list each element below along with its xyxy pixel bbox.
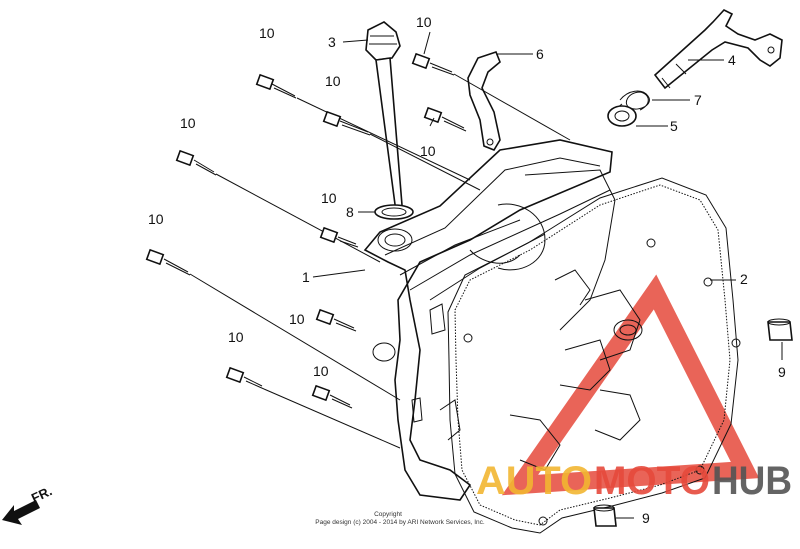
callout-part-5: 5 [670, 118, 678, 134]
bolt [322, 110, 481, 191]
callout-bolt-10: 10 [420, 143, 436, 159]
engine-internals [509, 269, 643, 471]
bolt [315, 308, 357, 332]
copyright-line-2: Page design (c) 2004 - 2014 by ARI Netwo… [315, 519, 485, 526]
callout-numbers: 3 6 4 7 5 8 1 2 9 9 10 10 10 10 10 10 10… [148, 14, 786, 526]
callout-bolt-10: 10 [259, 25, 275, 41]
callout-bolt-10: 10 [321, 190, 337, 206]
oil-dipstick [365, 21, 403, 214]
callout-part-9-upper: 9 [778, 364, 786, 380]
dowel-pin-upper [767, 318, 793, 341]
callout-bolt-10: 10 [148, 211, 164, 227]
callout-part-2: 2 [740, 271, 748, 287]
callout-part-6: 6 [536, 46, 544, 62]
callout-bolt-10: 10 [416, 14, 432, 30]
dowel-pin-lower [593, 504, 617, 527]
bolt-group [145, 52, 571, 449]
leader-lines [312, 31, 783, 519]
callout-part-3: 3 [328, 34, 336, 50]
bolt [411, 52, 571, 141]
bolt [255, 73, 471, 181]
callout-part-7: 7 [694, 92, 702, 108]
callout-part-8: 8 [346, 204, 354, 220]
watermark-auto: AUTO [476, 459, 592, 503]
callout-part-1: 1 [302, 269, 310, 285]
copyright-notice: Copyright Page design (c) 2004 - 2014 by… [315, 511, 485, 526]
callout-part-9-lower: 9 [642, 510, 650, 526]
watermark-logo-text: AUTO MOTO HUB [476, 459, 792, 503]
bolt [311, 384, 353, 409]
bolt [423, 106, 467, 132]
front-direction-arrow: FR. [2, 483, 54, 525]
copyright-line-1: Copyright [374, 511, 402, 518]
gasket [447, 177, 741, 534]
bolt [145, 248, 401, 401]
direction-label: FR. [29, 483, 54, 505]
callout-bolt-10: 10 [313, 363, 329, 379]
o-ring [374, 204, 414, 220]
callout-bolt-10: 10 [228, 329, 244, 345]
shift-link [467, 51, 501, 151]
watermark-moto: MOTO [594, 459, 710, 503]
washer [607, 105, 637, 127]
bolt [225, 366, 401, 449]
watermark-hub: HUB [712, 459, 792, 503]
watermark-logo-triangle [501, 274, 760, 496]
callout-part-4: 4 [728, 52, 736, 68]
callout-bolt-10: 10 [325, 73, 341, 89]
spindle-shaft [653, 9, 783, 90]
bolt [175, 149, 381, 263]
crankcase-cover [363, 139, 616, 501]
callout-bolt-10: 10 [180, 115, 196, 131]
callout-bolt-10: 10 [289, 311, 305, 327]
bolt [319, 226, 359, 248]
